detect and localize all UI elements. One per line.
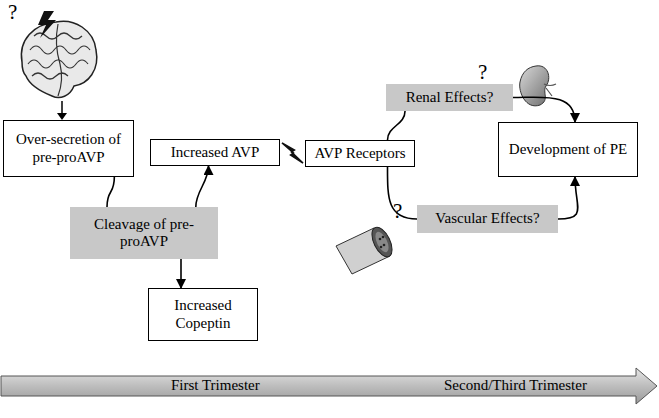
flow-arrow — [180, 259, 182, 288]
question-mark: ? — [8, 0, 17, 25]
node-text: Increased AVP — [171, 144, 259, 161]
process-box: Increased AVP — [150, 139, 280, 166]
process-box: Over-secretion of pre-proAVP — [3, 120, 134, 177]
process-box: Development of PE — [498, 122, 638, 177]
lightning-symbol — [38, 11, 56, 38]
brain-illustration — [21, 21, 96, 97]
question-mark: ? — [393, 199, 402, 224]
node-text: Vascular Effects? — [435, 210, 539, 227]
process-band: Cleavage of pre-proAVP — [70, 207, 218, 259]
flow-arrow — [558, 177, 578, 219]
node-text: Renal Effects? — [406, 89, 494, 106]
timeline-label: First Trimester — [171, 377, 260, 394]
question-mark: ? — [478, 60, 487, 85]
process-band: Vascular Effects? — [417, 205, 558, 233]
lightning-connector — [282, 143, 303, 163]
node-text: Over-secretion of pre-proAVP — [10, 131, 127, 166]
flow-arrow — [196, 166, 209, 207]
process-band: Renal Effects? — [386, 84, 513, 111]
process-box: AVP Receptors — [305, 140, 415, 167]
kidney-illustration — [520, 66, 556, 106]
timeline-arrow — [1, 368, 657, 404]
node-text: Development of PE — [509, 141, 627, 158]
brain-arrow — [57, 101, 67, 120]
flow-arrow — [388, 111, 406, 140]
timeline-label: Second/Third Trimester — [444, 377, 587, 394]
process-box: Increased Copeptin — [148, 288, 258, 341]
flow-arrow — [107, 177, 114, 207]
vessel-illustration — [336, 224, 396, 274]
flow-arrow — [513, 97, 575, 122]
node-text: AVP Receptors — [314, 145, 405, 162]
node-text: Cleavage of pre-proAVP — [76, 216, 212, 251]
node-text: Increased Copeptin — [155, 297, 251, 332]
